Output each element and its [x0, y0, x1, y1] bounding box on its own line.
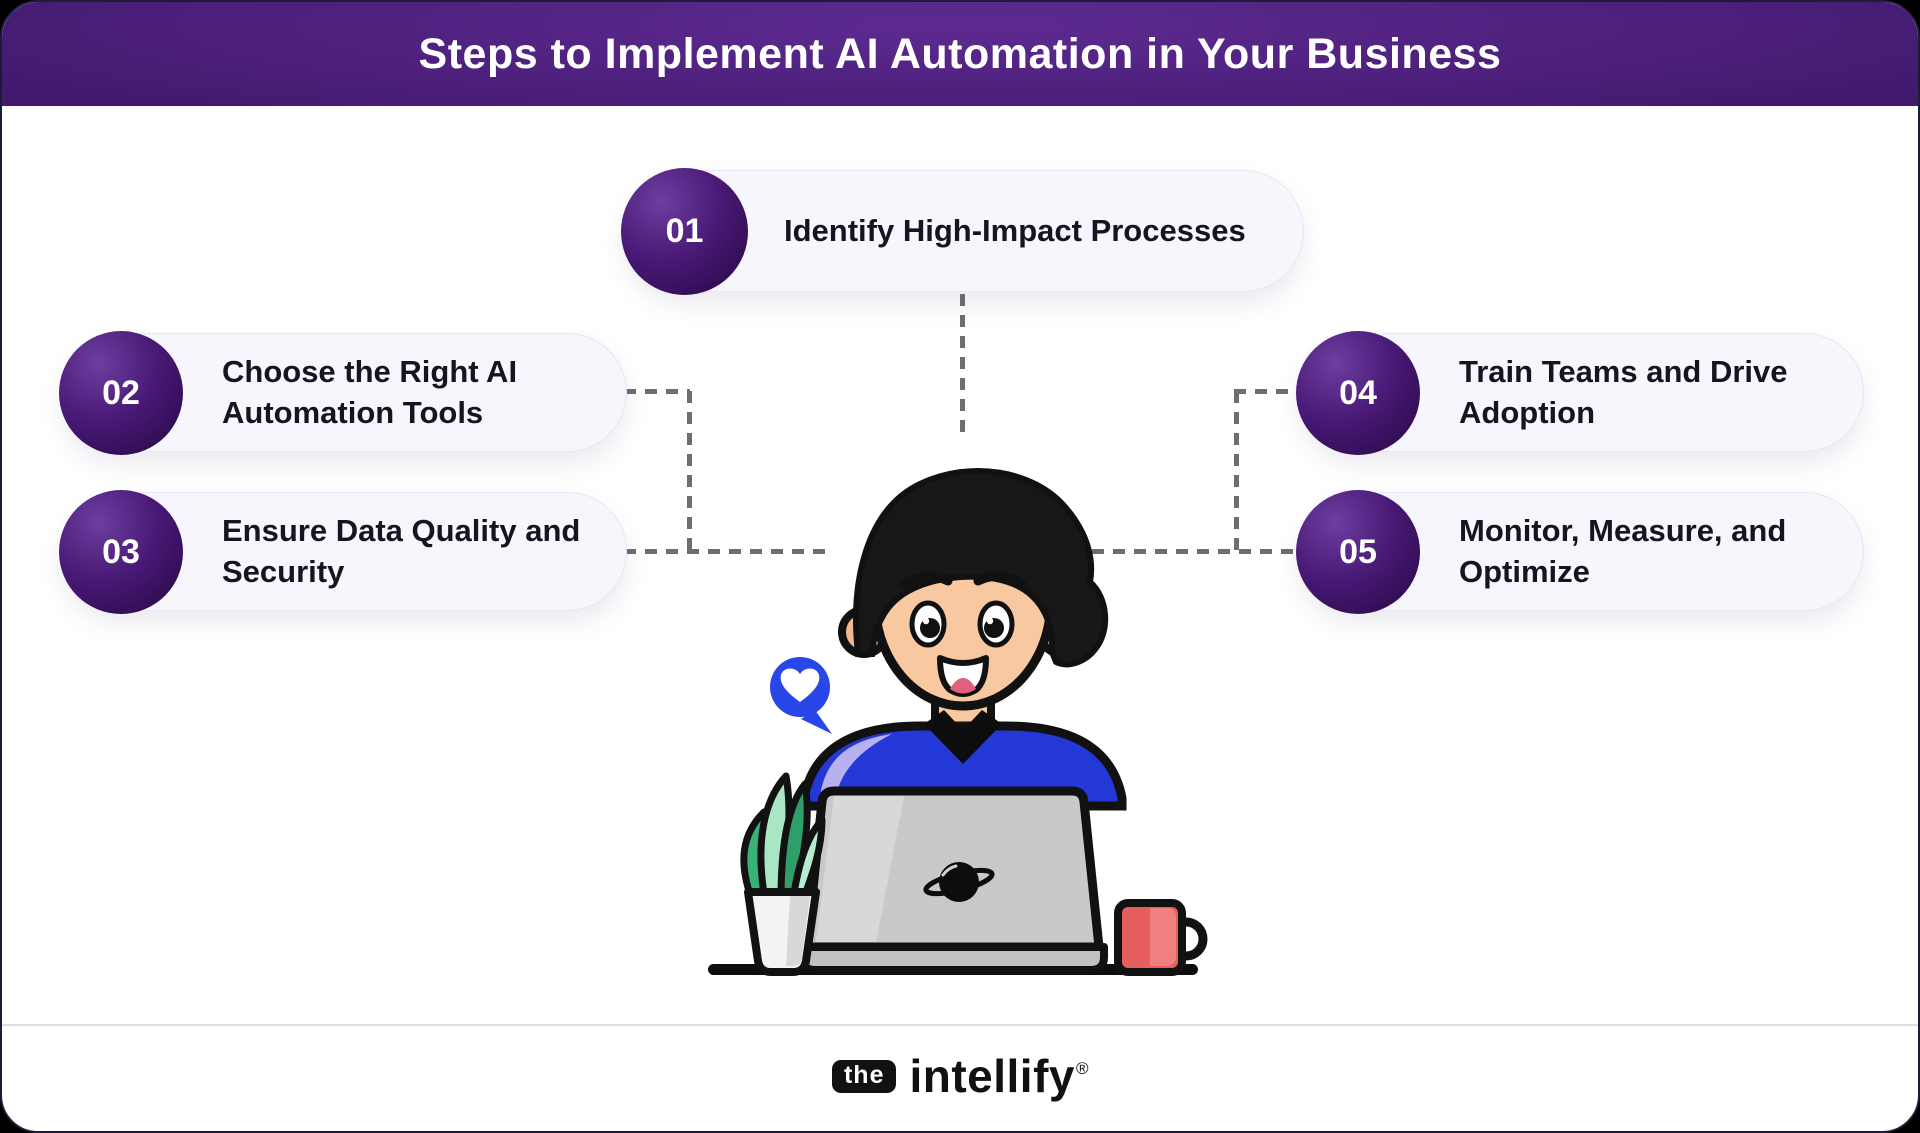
footer-divider	[2, 1024, 1918, 1026]
heart-chat-bubble-icon	[770, 657, 832, 734]
step-number-badge-2: 02	[59, 331, 183, 455]
connector-step1	[960, 294, 965, 439]
header-bar: Steps to Implement AI Automation in Your…	[2, 2, 1918, 106]
brand-logo-name: intellify®	[909, 1053, 1088, 1099]
step-number-badge-4: 04	[1296, 331, 1420, 455]
left-eyebrow	[899, 571, 953, 589]
brand-logo: the intellify®	[2, 1046, 1918, 1106]
step-number-badge-5: 05	[1296, 490, 1420, 614]
step-pill-2: 02 Choose the Right AI Automation Tools	[59, 331, 627, 455]
connector-step2-vertical	[687, 391, 692, 554]
brand-logo-name-text: intellify	[909, 1050, 1075, 1102]
right-eye	[977, 600, 1015, 648]
mouth	[937, 655, 989, 697]
shirt	[799, 710, 1127, 811]
left-eye	[909, 600, 947, 648]
brand-logo-the-badge: the	[831, 1059, 897, 1093]
step-label-3: Ensure Data Quality and Security	[222, 513, 581, 589]
step-pill-3: 03 Ensure Data Quality and Security	[59, 490, 627, 614]
right-eyebrow	[973, 571, 1027, 589]
step-pill-4: 04 Train Teams and Drive Adoption	[1296, 331, 1864, 455]
registered-trademark-icon: ®	[1076, 1059, 1090, 1078]
connector-step3	[624, 549, 832, 554]
connector-step5	[1092, 549, 1300, 554]
laptop	[798, 786, 1108, 974]
plant	[740, 772, 826, 976]
page-title: Steps to Implement AI Automation in Your…	[418, 29, 1502, 78]
step-label-2: Choose the Right AI Automation Tools	[222, 354, 518, 430]
saturn-logo-icon	[923, 862, 995, 902]
character-illustration	[652, 442, 1272, 987]
connector-step4-horizontal	[1234, 389, 1300, 394]
step-label-5: Monitor, Measure, and Optimize	[1459, 513, 1787, 589]
step-number-badge-1: 01	[621, 168, 748, 295]
step-label-4: Train Teams and Drive Adoption	[1459, 354, 1788, 430]
connector-step4-vertical	[1234, 391, 1239, 554]
connector-step2-horizontal	[624, 389, 690, 394]
step-label-1: Identify High-Impact Processes	[784, 212, 1246, 248]
coffee-mug	[1114, 899, 1208, 976]
step-pill-1: 01 Identify High-Impact Processes	[621, 168, 1304, 295]
step-number-badge-3: 03	[59, 490, 183, 614]
step-pill-5: 05 Monitor, Measure, and Optimize	[1296, 490, 1864, 614]
